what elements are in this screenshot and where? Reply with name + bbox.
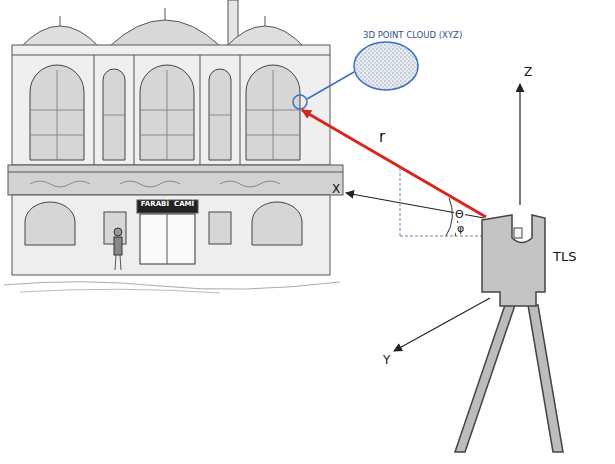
device-label: TLS: [553, 250, 576, 264]
axis-label: Z: [524, 66, 532, 79]
laser-scanner: [455, 215, 563, 452]
callout-title: 3D POINT CLOUD (XYZ): [362, 31, 463, 40]
angle-label: Θ: [454, 209, 465, 221]
projection-guides: [400, 168, 484, 236]
point-cloud-callout: [293, 42, 418, 109]
mosque-building: [4, 0, 343, 293]
range-label: r: [378, 129, 386, 146]
angle-label: φ: [456, 223, 465, 235]
axis-label: X: [332, 183, 340, 196]
axis-label: Y: [383, 354, 390, 367]
sign-text: FARABİ: [140, 201, 170, 209]
sign-text: CAMİ: [173, 201, 195, 209]
range-beam: [302, 110, 486, 217]
